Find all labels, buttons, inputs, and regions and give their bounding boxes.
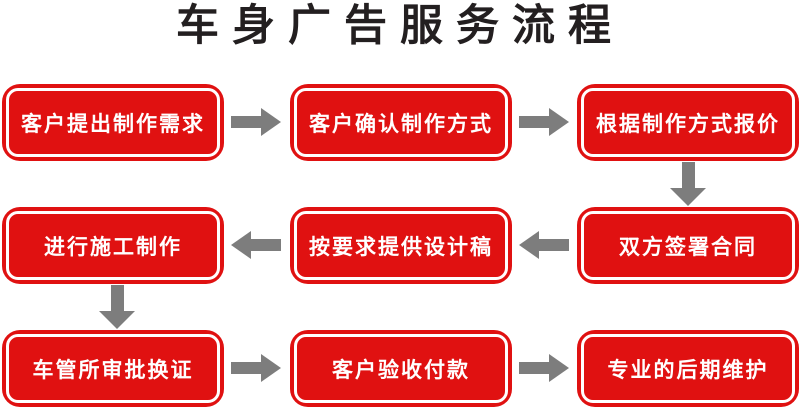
arrow-shaft — [681, 162, 695, 188]
arrow-head — [261, 108, 281, 136]
arrow-head — [99, 311, 135, 329]
arrow-shaft — [539, 239, 569, 251]
flow-step-3: 根据制作方式报价 — [577, 84, 799, 161]
flow-step-7: 车管所审批换证 — [2, 330, 224, 407]
flow-step-7-frame: 车管所审批换证 — [6, 334, 220, 403]
arrow-shaft — [231, 362, 261, 374]
flow-step-9: 专业的后期维护 — [577, 330, 799, 407]
arrow-left-icon — [519, 231, 569, 259]
flow-step-4-frame: 双方签署合同 — [581, 211, 795, 280]
flow-step-5: 按要求提供设计稿 — [290, 207, 512, 284]
flow-step-2-label: 客户确认制作方式 — [309, 112, 493, 136]
arrow-head — [519, 231, 539, 259]
flow-step-1-frame: 客户提出制作需求 — [6, 88, 220, 157]
flow-step-5-label: 按要求提供设计稿 — [309, 235, 493, 259]
arrow-right-icon — [231, 108, 281, 136]
arrow-shaft — [519, 116, 549, 128]
flow-step-6-label: 进行施工制作 — [44, 235, 182, 259]
arrow-shaft — [110, 285, 124, 311]
flow-step-2-frame: 客户确认制作方式 — [294, 88, 508, 157]
arrow-shaft — [231, 116, 261, 128]
arrow-head — [261, 354, 281, 382]
flow-step-6-frame: 进行施工制作 — [6, 211, 220, 280]
arrow-right-icon — [231, 354, 281, 382]
flow-step-9-label: 专业的后期维护 — [607, 358, 769, 382]
flow-step-4: 双方签署合同 — [577, 207, 799, 284]
arrow-shaft — [519, 362, 549, 374]
flow-step-4-label: 双方签署合同 — [619, 235, 757, 259]
arrow-right-icon — [519, 354, 569, 382]
arrow-down-icon — [99, 285, 135, 329]
flow-step-3-label: 根据制作方式报价 — [596, 112, 780, 136]
flow-step-8-label: 客户验收付款 — [332, 358, 470, 382]
page-title: 车身广告服务流程 — [176, 2, 624, 50]
flow-step-3-frame: 根据制作方式报价 — [581, 88, 795, 157]
flow-step-1-label: 客户提出制作需求 — [21, 112, 205, 136]
arrow-head — [670, 188, 706, 206]
arrow-right-icon — [519, 108, 569, 136]
flow-step-9-frame: 专业的后期维护 — [581, 334, 795, 403]
flow-step-5-frame: 按要求提供设计稿 — [294, 211, 508, 280]
arrow-down-icon — [670, 162, 706, 206]
flow-step-6: 进行施工制作 — [2, 207, 224, 284]
arrow-head — [549, 354, 569, 382]
arrow-head — [231, 231, 251, 259]
arrow-left-icon — [231, 231, 281, 259]
flow-step-2: 客户确认制作方式 — [290, 84, 512, 161]
flow-step-1: 客户提出制作需求 — [2, 84, 224, 161]
arrow-shaft — [251, 239, 281, 251]
flow-step-7-label: 车管所审批换证 — [32, 358, 194, 382]
flow-step-8-frame: 客户验收付款 — [294, 334, 508, 403]
arrow-head — [549, 108, 569, 136]
flow-step-8: 客户验收付款 — [290, 330, 512, 407]
